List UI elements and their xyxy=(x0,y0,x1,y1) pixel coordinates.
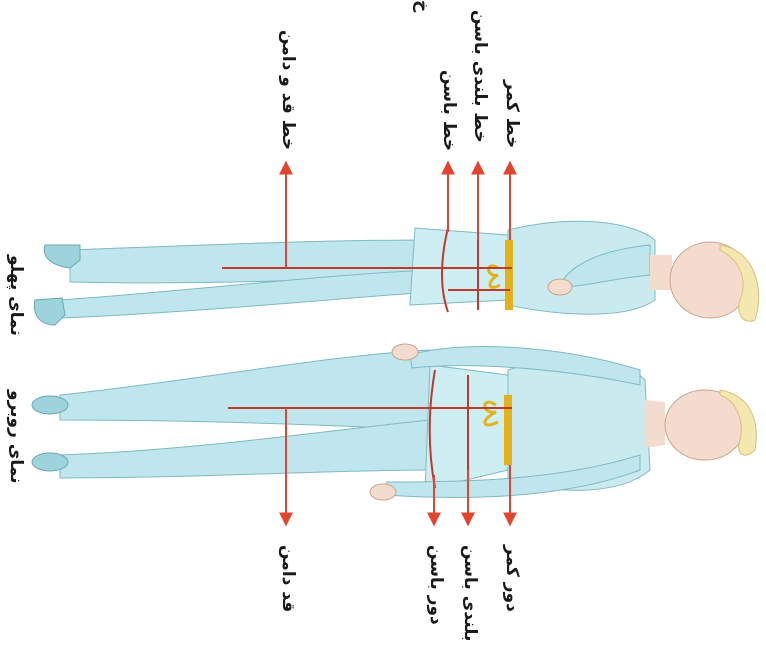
side-neck xyxy=(650,255,672,290)
front-view-figure xyxy=(32,344,756,525)
front-neck xyxy=(645,400,665,448)
side-shoe-upper xyxy=(44,245,80,268)
side-hand xyxy=(548,279,572,295)
label-cut-off: خ xyxy=(412,0,432,12)
label-side-waist-line: خط کمر xyxy=(502,80,522,148)
side-shoe-lower xyxy=(34,298,65,325)
front-hand-lower xyxy=(370,484,396,500)
front-waist-band xyxy=(504,395,512,465)
label-side-hip-line: خط باسن xyxy=(439,70,459,151)
label-front-skirt-length: قد دامن xyxy=(278,545,298,612)
label-front-waist: دور کمر xyxy=(502,545,522,612)
front-shoe-upper xyxy=(32,396,68,414)
front-skirt xyxy=(425,365,508,490)
front-hand-upper xyxy=(392,344,418,360)
label-front-hip-height: بلندی باسن xyxy=(460,545,480,641)
label-side-view: نمای پهلو xyxy=(6,255,26,336)
front-leg-lower xyxy=(60,420,430,478)
label-side-skirt-length-line: خط قد و دامن xyxy=(278,30,298,150)
side-waist-band xyxy=(505,240,513,310)
front-shoe-lower xyxy=(32,453,68,471)
label-front-hip: دور باسن xyxy=(426,545,446,625)
label-front-view: نمای روبرو xyxy=(6,390,26,484)
side-view-figure xyxy=(34,162,758,325)
label-side-hip-height-line: خط بلندی باسن xyxy=(470,10,490,143)
front-leg-upper xyxy=(60,350,430,430)
